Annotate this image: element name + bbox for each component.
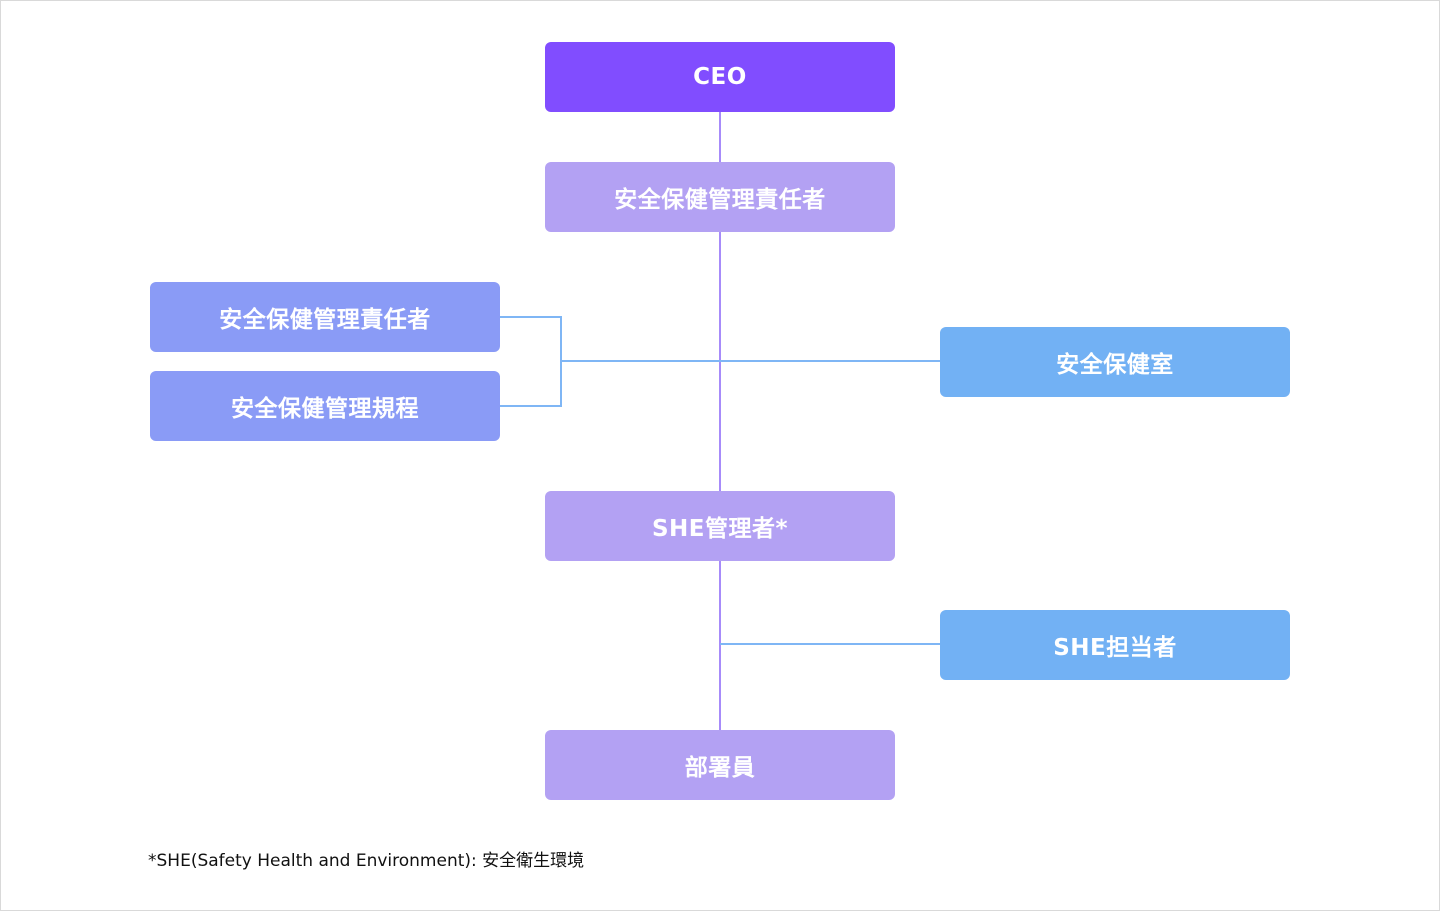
department-members-label: 部署員: [684, 755, 756, 781]
left-responsible-node: 安全保健管理責任者: [150, 282, 500, 352]
department-members-node: 部署員: [545, 730, 895, 800]
safety-office-label: 安全保健室: [1056, 352, 1174, 378]
left-responsible-label: 安全保健管理責任者: [219, 307, 431, 333]
safety-manager-label: 安全保健管理責任者: [614, 187, 826, 213]
left-regulation-label: 安全保健管理規程: [231, 396, 419, 422]
she-staff-node: SHE担当者: [940, 610, 1290, 680]
she-manager-node: SHE管理者*: [545, 491, 895, 561]
ceo-node: CEO: [545, 42, 895, 112]
she-staff-label: SHE担当者: [1053, 635, 1177, 661]
ceo-label: CEO: [693, 64, 747, 90]
left-regulation-node: 安全保健管理規程: [150, 371, 500, 441]
safety-office-node: 安全保健室: [940, 327, 1290, 397]
safety-manager-node: 安全保健管理責任者: [545, 162, 895, 232]
footnote: *SHE(Safety Health and Environment): 安全衛…: [148, 851, 585, 871]
she-manager-label: SHE管理者*: [651, 516, 789, 542]
